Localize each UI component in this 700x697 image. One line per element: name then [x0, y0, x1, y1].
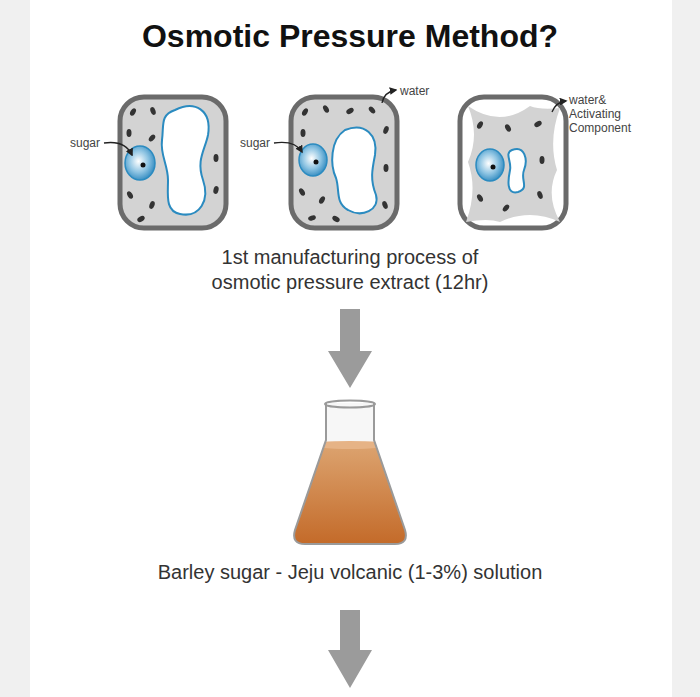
process-step: 1st manufacturing process of osmotic pre… — [150, 245, 550, 309]
step-text: Barley sugar - Jeju volcanic (1-3%) solu… — [120, 560, 580, 585]
block-arrow — [328, 309, 372, 388]
callout-label: sugar — [70, 136, 100, 150]
cell-plasmolysed — [460, 97, 566, 228]
cell-turgid — [104, 97, 226, 228]
process-step: Barley sugar - Jeju volcanic (1-3%) solu… — [120, 388, 580, 589]
callout-label: water& Activating Component — [569, 93, 639, 135]
down-arrow — [328, 610, 372, 688]
flask — [285, 401, 415, 551]
title: Osmotic Pressure Method? — [0, 18, 700, 55]
cell-shrinking — [274, 90, 397, 228]
callout-label: water — [400, 84, 429, 98]
callout-label: sugar — [240, 136, 270, 150]
step-text: 1st manufacturing process of osmotic pre… — [150, 245, 550, 295]
